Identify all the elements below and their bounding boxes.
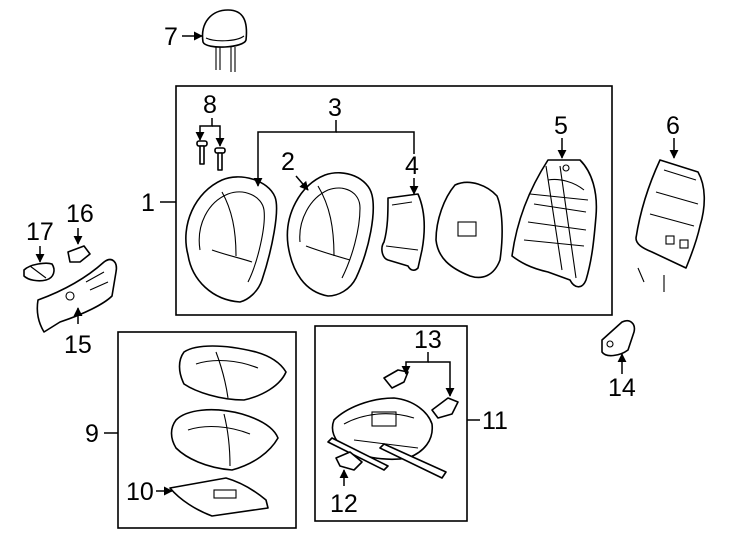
cushion-group-box bbox=[117, 331, 297, 529]
track-bracket-part[interactable] bbox=[335, 451, 363, 471]
callout-1: 1 bbox=[141, 189, 155, 217]
seat-back-group-box bbox=[175, 85, 613, 316]
callout-5: 5 bbox=[554, 112, 568, 140]
callout-16: 16 bbox=[66, 200, 94, 228]
seat-back-frame-part[interactable] bbox=[511, 159, 598, 288]
callout-17: 17 bbox=[26, 218, 54, 246]
callout-13: 13 bbox=[414, 326, 442, 354]
cushion-pan-part[interactable] bbox=[169, 477, 269, 517]
screw-part[interactable] bbox=[196, 140, 226, 171]
recliner-knob-part[interactable] bbox=[601, 319, 636, 357]
seat-track-part[interactable] bbox=[327, 397, 447, 479]
callout-12: 12 bbox=[330, 490, 358, 518]
cushion-cover-part[interactable] bbox=[178, 345, 287, 401]
seat-back-pad-part[interactable] bbox=[286, 171, 375, 297]
headrest-part[interactable] bbox=[201, 9, 248, 72]
back-panel-part[interactable] bbox=[381, 193, 426, 271]
leader-lines bbox=[35, 31, 679, 496]
callout-7: 7 bbox=[164, 23, 178, 51]
callout-15: 15 bbox=[64, 331, 92, 359]
back-board-part[interactable] bbox=[435, 181, 503, 279]
callout-6: 6 bbox=[666, 112, 680, 140]
callout-10: 10 bbox=[126, 478, 154, 506]
callout-14: 14 bbox=[608, 374, 636, 402]
clip-part[interactable] bbox=[67, 245, 91, 263]
lever-knob-part[interactable] bbox=[23, 262, 55, 282]
callout-9: 9 bbox=[85, 420, 99, 448]
rear-cover-part[interactable] bbox=[635, 159, 706, 292]
side-shield-part[interactable] bbox=[36, 258, 118, 333]
callout-11: 11 bbox=[482, 407, 508, 435]
callout-8: 8 bbox=[203, 91, 217, 119]
seat-back-cover-part[interactable] bbox=[185, 176, 278, 303]
callout-2: 2 bbox=[281, 148, 295, 176]
callout-4: 4 bbox=[405, 152, 419, 180]
callout-3: 3 bbox=[328, 94, 342, 122]
cushion-pad-part[interactable] bbox=[170, 408, 279, 471]
track-group-box bbox=[314, 325, 468, 522]
